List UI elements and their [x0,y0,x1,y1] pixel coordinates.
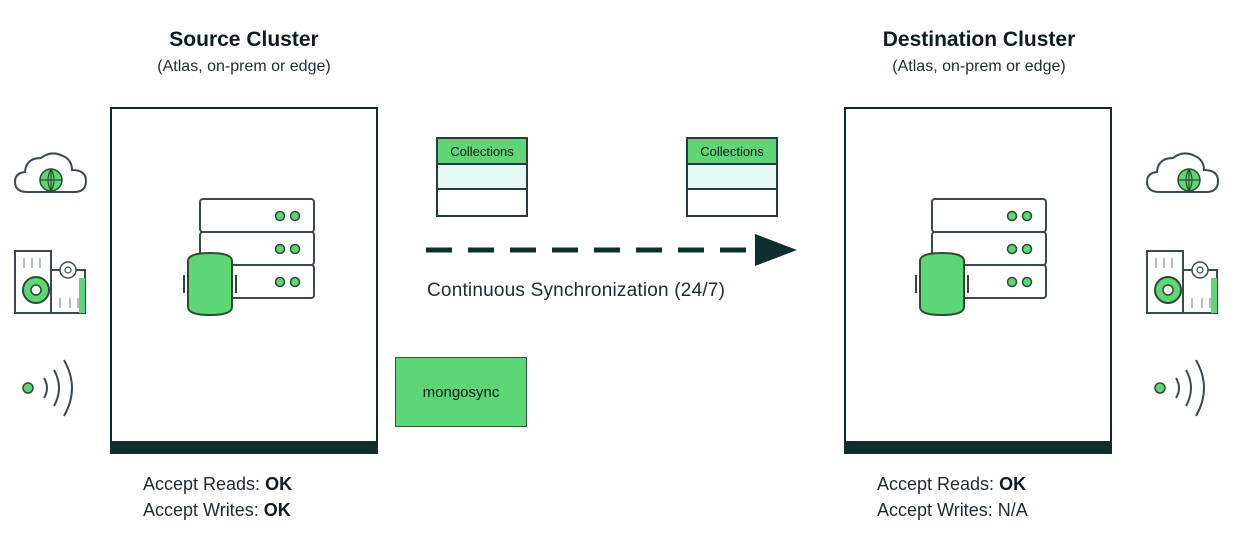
destination-writes-label: Accept Writes: [877,500,998,520]
destination-cluster-box [844,107,1112,441]
wireless-signal-icon [1154,359,1205,417]
destination-writes-value: N/A [997,500,1028,520]
table-row [688,165,776,190]
source-cluster-base [110,441,378,454]
table-row [688,190,776,213]
source-writes-status: Accept Writes: OK [143,500,291,521]
source-collections-header: Collections [438,139,526,165]
cloud-globe-icon [1145,152,1220,193]
destination-cluster-title: Destination Cluster [882,28,1076,51]
destination-collections-header: Collections [688,139,776,165]
building-gear-icon [14,250,86,314]
mongosync-label: mongosync [422,383,500,401]
source-reads-label: Accept Reads: [143,474,266,494]
source-cluster-subtitle: (Atlas, on-prem or edge) [157,58,331,75]
table-row [438,190,526,213]
destination-reads-status: Accept Reads: OK [877,474,1026,495]
destination-cluster-subtitle: (Atlas, on-prem or edge) [892,58,1066,75]
sync-label: Continuous Synchronization (24/7) [427,280,726,301]
cloud-globe-icon [13,152,88,193]
database-icon [183,251,237,317]
destination-reads-value: OK [999,474,1027,494]
source-cluster-title: Source Cluster [169,28,319,51]
source-writes-label: Accept Writes: [143,500,264,520]
mongosync-box: mongosync [395,357,527,427]
destination-collections-table: Collections [686,137,778,217]
sync-arrow [426,234,797,266]
destination-reads-label: Accept Reads: [877,474,1000,494]
source-collections-table: Collections [436,137,528,217]
table-row [438,165,526,190]
wireless-signal-icon [22,359,73,417]
source-reads-status: Accept Reads: OK [143,474,292,495]
source-cluster-box [110,107,378,441]
building-gear-icon [1146,250,1218,314]
database-icon [915,251,969,317]
source-writes-value: OK [263,500,291,520]
destination-cluster-base [844,441,1112,454]
destination-writes-status: Accept Writes: N/A [877,500,1028,521]
source-reads-value: OK [265,474,293,494]
